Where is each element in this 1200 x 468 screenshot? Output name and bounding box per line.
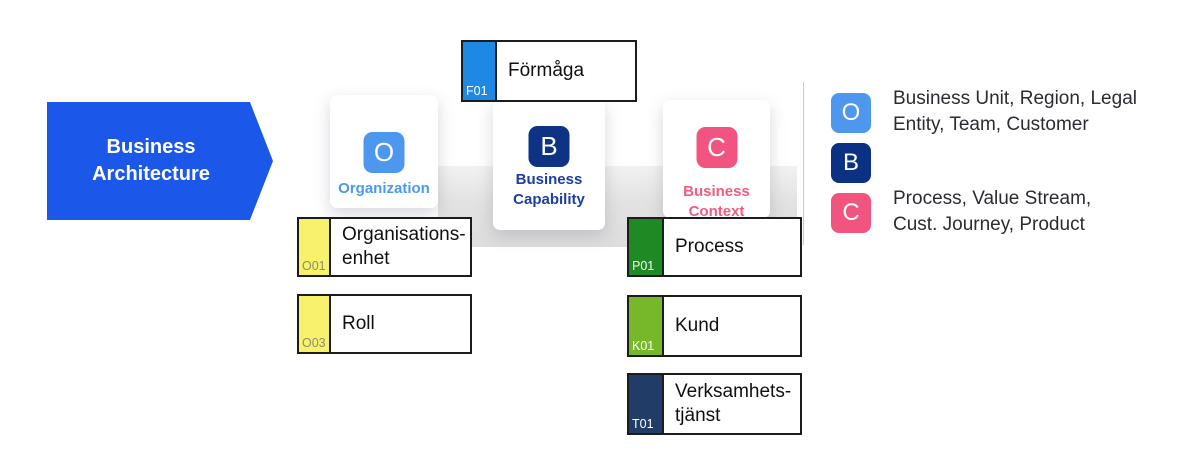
legend-c-text: Process, Value Stream, Cust. Journey, Pr… xyxy=(893,188,1092,235)
kund-label: Kund xyxy=(675,315,720,336)
kund-id: K01 xyxy=(632,339,655,353)
business-context-icon: C xyxy=(696,127,737,168)
legend-b-icon: B xyxy=(831,143,871,183)
business-capability-icon: B xyxy=(528,126,570,167)
organization-label: Organization xyxy=(338,180,430,197)
arrow-label: Business Architecture xyxy=(92,136,210,185)
business-capability-label: Business Capability xyxy=(513,171,585,208)
process-strip: P01 xyxy=(629,219,664,275)
formaga-id: F01 xyxy=(466,84,488,98)
kund-box: K01 Kund xyxy=(627,295,802,357)
verksamhetstjanst-strip: T01 xyxy=(629,375,664,433)
business-context-card: C Business Context xyxy=(663,100,770,220)
business-architecture-arrow: Business Architecture xyxy=(47,102,273,220)
organisationsenhet-strip: O01 xyxy=(299,219,331,275)
verksamhetstjanst-box: T01 Verksamhets- tjänst xyxy=(627,373,802,435)
formaga-strip: F01 xyxy=(463,42,497,100)
business-context-label: Business Context xyxy=(683,183,750,220)
verksamhetstjanst-id: T01 xyxy=(632,417,654,431)
legend-o-text: Business Unit, Region, Legal Entity, Tea… xyxy=(893,88,1137,135)
roll-box: O03 Roll xyxy=(297,294,472,354)
roll-id: O03 xyxy=(302,336,326,350)
organization-icon: O xyxy=(363,132,405,173)
business-capability-card: B Business Capability xyxy=(493,100,605,230)
kund-strip: K01 xyxy=(629,297,664,355)
organization-card: O Organization xyxy=(330,95,438,208)
process-id: P01 xyxy=(632,259,655,273)
organisationsenhet-box: O01 Organisations- enhet xyxy=(297,217,472,277)
process-label: Process xyxy=(675,236,744,257)
verksamhetstjanst-label: Verksamhets- tjänst xyxy=(675,381,792,426)
organisationsenhet-label: Organisations- enhet xyxy=(342,224,466,269)
formaga-label: Förmåga xyxy=(508,60,585,81)
legend-c-icon: C xyxy=(831,193,871,233)
process-box: P01 Process xyxy=(627,217,802,277)
legend-o-icon: O xyxy=(831,93,871,133)
roll-label: Roll xyxy=(342,313,375,334)
formaga-box: F01 Förmåga xyxy=(461,40,637,102)
organisationsenhet-id: O01 xyxy=(302,259,326,273)
roll-strip: O03 xyxy=(299,296,331,352)
legend-divider xyxy=(803,82,804,245)
